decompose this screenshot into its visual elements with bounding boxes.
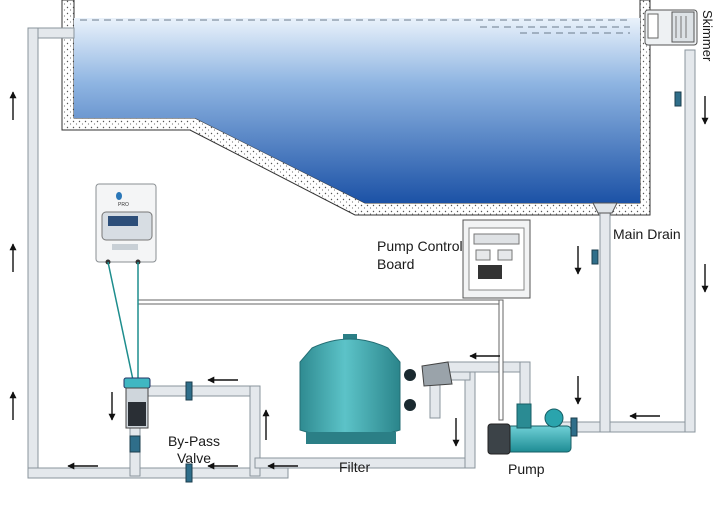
pump-control-board <box>462 219 531 299</box>
pump-control-board-label-line2: Board <box>377 256 415 272</box>
device-screen-text: PRO <box>118 202 129 208</box>
pump <box>487 403 572 455</box>
pipes <box>27 27 696 479</box>
electrode-cell <box>107 261 151 429</box>
sand-filter <box>299 334 453 444</box>
valve-icon <box>674 91 682 107</box>
main-drain <box>592 202 618 214</box>
bypass-valve-label-line1: By-Pass <box>167 433 221 449</box>
pipe-skimmer-down <box>684 49 696 433</box>
bypass-valve-label-line2: Valve <box>177 450 211 466</box>
skimmer <box>644 9 698 46</box>
valve-icon <box>570 417 578 437</box>
pipe-pump-to-filter <box>447 361 531 373</box>
pipe-device-control <box>137 299 504 305</box>
pump-control-board-label-line1: Pump Control <box>377 238 463 254</box>
valve-icon <box>591 249 599 265</box>
water-surface-lines <box>80 19 630 34</box>
valves <box>129 91 682 483</box>
pump-label: Pump <box>508 461 545 477</box>
valve-icon <box>185 463 193 483</box>
control-device: PRO <box>95 183 157 265</box>
skimmer-label: Skimmer <box>700 10 715 62</box>
pool <box>61 0 651 216</box>
pipe-suction-bottom <box>559 421 696 433</box>
valve-icon <box>185 381 193 401</box>
pool-water <box>74 18 640 203</box>
flow-arrows <box>9 91 709 470</box>
valve-icon <box>129 435 141 453</box>
main-drain-label: Main Drain <box>613 226 681 242</box>
pipe-filter-down <box>464 371 476 469</box>
pipe-control-down <box>498 299 504 421</box>
pipe-drain-down <box>599 211 611 433</box>
filter-label: Filter <box>339 459 371 475</box>
pipe-bypass-right <box>249 385 261 477</box>
pipe-return-left <box>27 27 39 479</box>
pipe-return-bottom <box>27 467 289 479</box>
